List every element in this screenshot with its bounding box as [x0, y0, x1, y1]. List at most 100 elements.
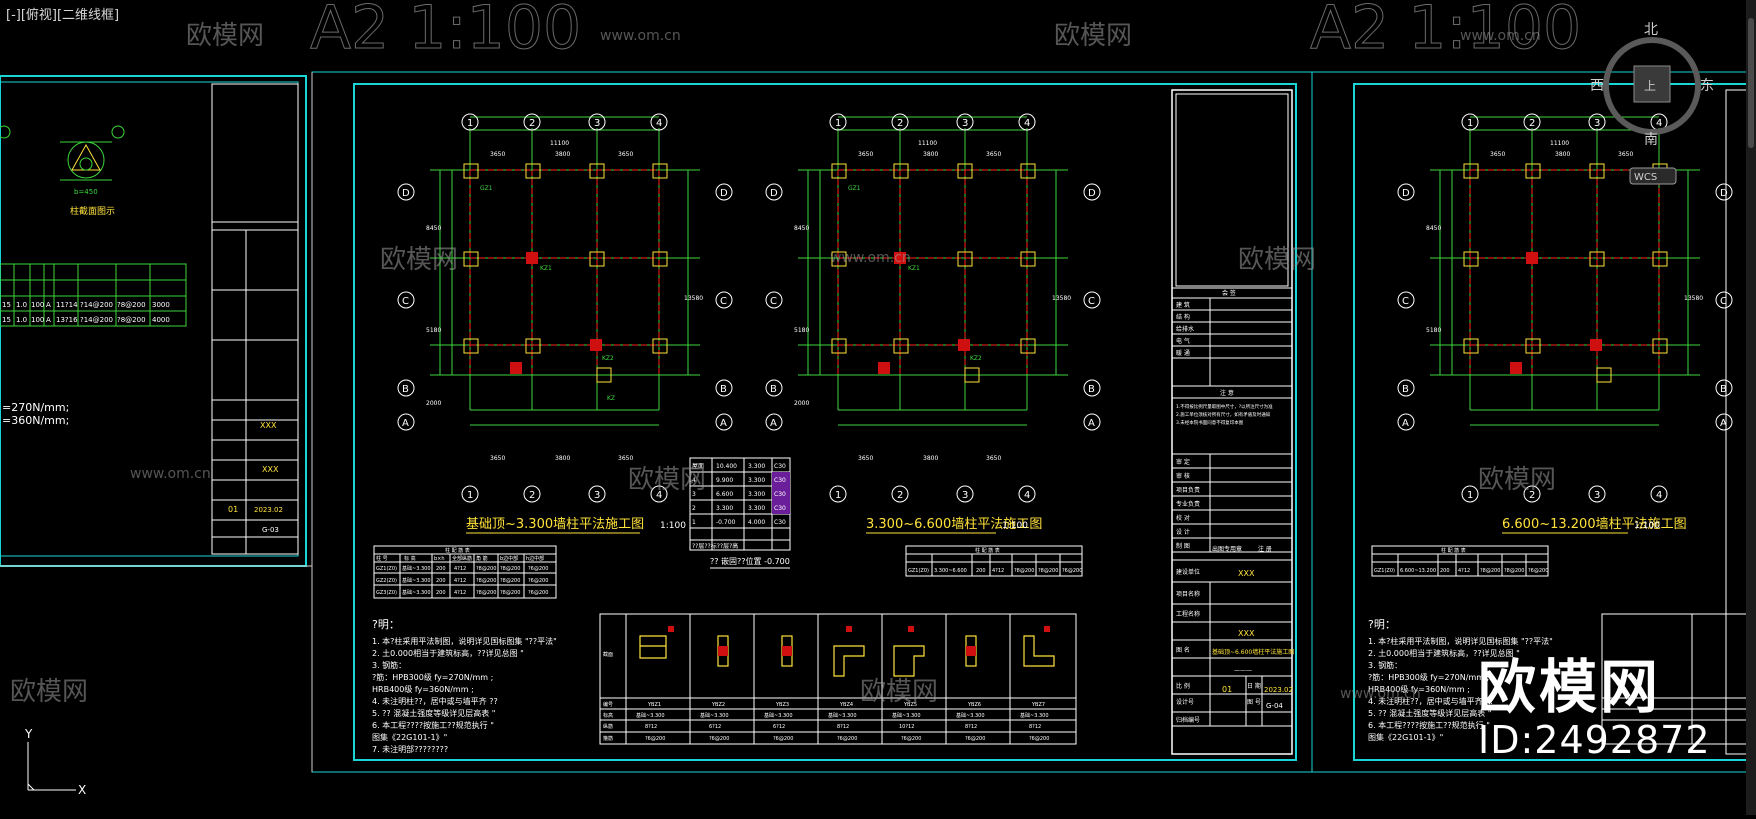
- svg-text:4: 4: [692, 477, 696, 484]
- svg-text:设 计: 设 计: [1176, 528, 1190, 536]
- svg-text:3: 3: [962, 490, 968, 501]
- svg-text:200: 200: [1440, 568, 1450, 574]
- svg-text:3650: 3650: [858, 151, 873, 158]
- svg-text:D: D: [770, 188, 778, 199]
- svg-text:HRB400级 fy=360N/mm ;: HRB400级 fy=360N/mm ;: [1368, 684, 1470, 694]
- svg-text:暖 通: 暖 通: [1176, 349, 1190, 357]
- design-notes: ?明： 1. 本?柱采用平法制图，说明详见国标图集 "??平法" 2. 土0.0…: [372, 618, 557, 754]
- svg-text:A: A: [770, 418, 777, 429]
- svg-text:欧模网: 欧模网: [860, 677, 938, 707]
- svg-text:?6@200: ?6@200: [528, 590, 548, 596]
- svg-text:YBZ1: YBZ1: [647, 702, 661, 708]
- titleblock: 会 签 建 筑 结 构 给排水 电 气 暖 通 注 意 1.不得按比例尺量取图中…: [1171, 89, 1294, 755]
- svg-text:3.300: 3.300: [748, 491, 765, 498]
- scrollbar-thumb[interactable]: [1748, 18, 1754, 148]
- embed-note: ?? 嵌固??位置 -0.700: [710, 556, 790, 566]
- svg-text:基础~3.300: 基础~3.300: [956, 712, 985, 719]
- svg-text:基础~3.300: 基础~3.300: [402, 577, 431, 584]
- svg-text:1: 1: [692, 519, 696, 526]
- svg-text:5. ?? 混凝土强度等级详见层高表 ": 5. ?? 混凝土强度等级详见层高表 ": [372, 708, 495, 718]
- svg-text:欧模网: 欧模网: [1054, 21, 1132, 51]
- ucs-icon: Y X: [24, 727, 86, 797]
- svg-text:箍筋: 箍筋: [603, 735, 613, 742]
- viewcube-face[interactable]: [1633, 65, 1671, 103]
- svg-text:KZ1: KZ1: [540, 265, 552, 272]
- svg-text:8?12: 8?12: [645, 724, 657, 730]
- svg-text:图 名: 图 名: [1176, 646, 1190, 654]
- svg-text:2000: 2000: [426, 400, 441, 407]
- svg-text:b=450: b=450: [74, 188, 98, 196]
- svg-text:??层??标??层?高: ??层??标??层?高: [692, 542, 738, 550]
- svg-text:基础~3.300: 基础~3.300: [636, 712, 665, 719]
- viewport-controls[interactable]: [-][俯视][二维线框]: [6, 8, 120, 23]
- vertical-scrollbar[interactable]: [1746, 0, 1756, 815]
- svg-text:A: A: [1088, 418, 1095, 429]
- svg-text:1: 1: [835, 118, 841, 129]
- svg-text:D: D: [402, 188, 410, 199]
- svg-text:3.未经本院书面同意不得复印本图: 3.未经本院书面同意不得复印本图: [1176, 419, 1244, 426]
- svg-text:1.0: 1.0: [16, 316, 27, 324]
- svg-text:项目名称: 项目名称: [1176, 590, 1200, 598]
- viewcube-north[interactable]: 北: [1644, 22, 1658, 38]
- svg-text:13580: 13580: [684, 295, 703, 302]
- svg-text:2: 2: [897, 490, 903, 501]
- svg-text:设计号: 设计号: [1176, 698, 1194, 706]
- svg-text:2: 2: [897, 118, 903, 129]
- svg-text:5180: 5180: [426, 327, 441, 334]
- svg-text:2.施工单位须核对所有尺寸，如有矛盾及时通知: 2.施工单位须核对所有尺寸，如有矛盾及时通知: [1176, 411, 1271, 418]
- svg-text:?6@200: ?6@200: [901, 736, 921, 742]
- svg-text:4: 4: [656, 118, 662, 129]
- viewcube-south[interactable]: 南: [1644, 132, 1658, 148]
- svg-text:角 筋: 角 筋: [476, 555, 488, 562]
- svg-text:3: 3: [1594, 118, 1600, 129]
- wcs-menu[interactable]: [1629, 167, 1677, 185]
- svg-text:13580: 13580: [1684, 295, 1703, 302]
- viewcube[interactable]: 上 北 南 东 西 WCS: [1590, 22, 1714, 185]
- svg-text:?筋：HPB300级 fy=270N/mm ;: ?筋：HPB300级 fy=270N/mm ;: [372, 672, 493, 682]
- left-titleblock: XXX XXX 01 2023.02 G-03: [211, 83, 299, 555]
- svg-text:YBZ5: YBZ5: [903, 702, 917, 708]
- svg-text:4?12: 4?12: [1458, 568, 1470, 574]
- svg-text:日 期: 日 期: [1247, 682, 1261, 690]
- svg-text:A: A: [720, 418, 727, 429]
- svg-text:?14@200: ?14@200: [80, 316, 113, 324]
- watermark-logos: 欧模网 欧模网 欧模网 欧模网 欧模网 欧模网 欧模网 欧模网 www.om.c…: [10, 21, 1556, 707]
- svg-text:?明：: ?明：: [372, 618, 400, 631]
- svg-text:专业负责: 专业负责: [1176, 500, 1200, 508]
- svg-text:?8@200: ?8@200: [500, 578, 520, 584]
- svg-text:6. 本工程????按施工??规范执行 ": 6. 本工程????按施工??规范执行 ": [372, 720, 494, 730]
- plan-2-title: 3.300~6.600墙柱平法施工图: [866, 517, 1042, 532]
- svg-text:01: 01: [228, 505, 238, 514]
- svg-text:-0.700: -0.700: [716, 519, 736, 526]
- svg-text:制 图: 制 图: [1176, 542, 1190, 550]
- watermark-id: ID:2492872: [1478, 718, 1711, 762]
- svg-text:?6@200: ?6@200: [1528, 568, 1548, 574]
- svg-text:4?12: 4?12: [454, 578, 466, 584]
- svg-text:全部纵筋: 全部纵筋: [452, 555, 472, 562]
- svg-text:注 意: 注 意: [1220, 389, 1234, 397]
- svg-text:D: D: [1088, 188, 1096, 199]
- right-sheet-frame: [1353, 83, 1756, 761]
- svg-text:3650: 3650: [490, 151, 505, 158]
- svg-text:?6@200: ?6@200: [773, 736, 793, 742]
- svg-text:3650: 3650: [986, 455, 1001, 462]
- svg-text:图集《22G101-1》": 图集《22G101-1》": [1368, 732, 1443, 742]
- svg-text:6.600: 6.600: [716, 491, 733, 498]
- svg-text:欧模网: 欧模网: [1478, 465, 1556, 495]
- svg-text:柱 配 筋 表: 柱 配 筋 表: [445, 547, 470, 554]
- svg-text:11100: 11100: [1550, 140, 1569, 147]
- viewcube-west[interactable]: 西: [1590, 78, 1604, 94]
- svg-text:B: B: [1088, 384, 1095, 395]
- svg-text:欧模网: 欧模网: [380, 245, 458, 275]
- svg-text:4?12: 4?12: [992, 568, 1004, 574]
- viewcube-east[interactable]: 东: [1700, 78, 1714, 94]
- svg-text:3650: 3650: [618, 151, 633, 158]
- svg-text:HRB400级 fy=360N/mm ;: HRB400级 fy=360N/mm ;: [372, 684, 474, 694]
- svg-text:基础~3.300: 基础~3.300: [402, 589, 431, 596]
- svg-text:建设单位: 建设单位: [1176, 568, 1200, 576]
- svg-text:———: ———: [1234, 667, 1252, 674]
